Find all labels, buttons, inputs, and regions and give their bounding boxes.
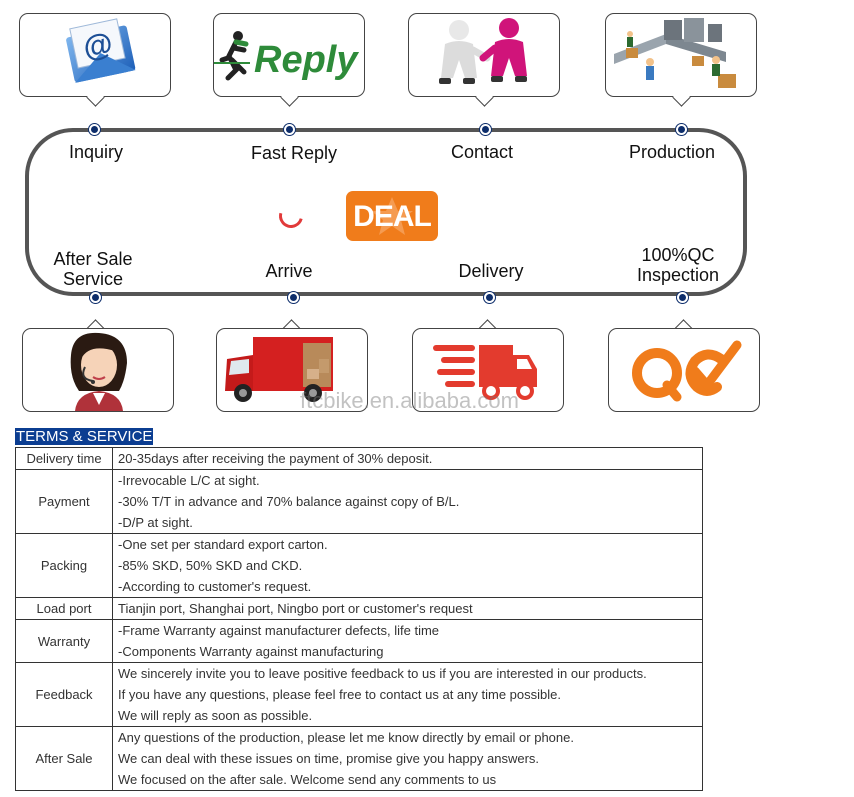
- qc-card: [608, 328, 760, 412]
- terms-row-line: We can deal with these issues on time, p…: [118, 751, 540, 766]
- terms-row: Payment -Irrevocable L/C at sight. -30% T/…: [15, 469, 703, 534]
- watermark: ftcbike.en.alibaba.com: [300, 388, 519, 413]
- terms-row-key: Payment: [15, 469, 113, 534]
- terms-row: Warranty -Frame Warranty against manufact…: [15, 619, 703, 663]
- deal-badge: DEAL: [346, 191, 438, 241]
- after-sale-dot: [90, 292, 101, 303]
- inquiry-card: @: [19, 13, 171, 97]
- terms-row-line: We sincerely invite you to leave positiv…: [118, 666, 647, 681]
- qc-label-line-1: 100%QC: [641, 245, 715, 265]
- terms-row-key: After Sale: [15, 726, 113, 791]
- handshake-icon: [439, 18, 527, 84]
- inquiry-dot: [89, 124, 100, 135]
- terms-row: Load port Tianjin port, Shanghai port, Ni…: [15, 597, 703, 620]
- terms-row-value: -One set per standard export carton. -85%…: [112, 533, 703, 598]
- after-sale-label-line-2: Service: [62, 269, 124, 289]
- reply-card: Reply: [213, 13, 365, 97]
- contact-dot: [480, 124, 491, 135]
- qc-dot: [677, 292, 688, 303]
- email-icon: @: [66, 18, 136, 83]
- terms-row-value: -Frame Warranty against manufacturer def…: [112, 619, 703, 663]
- step-label-delivery: Delivery: [458, 261, 524, 281]
- step-label-after-sale: After Sale Service: [38, 249, 148, 289]
- contact-card: [408, 13, 560, 97]
- fast-reply-dot: [284, 124, 295, 135]
- terms-row-key: Warranty: [15, 619, 113, 663]
- step-label-fast-reply: Fast Reply: [250, 143, 338, 163]
- qc-check-icon: [632, 340, 742, 402]
- after-sale-label-line-1: After Sale: [53, 249, 133, 269]
- terms-row-line: If you have any questions, please feel f…: [118, 687, 561, 702]
- terms-row-line: -D/P at sight.: [118, 515, 193, 530]
- terms-row-key: Load port: [15, 597, 113, 620]
- terms-row-value: We sincerely invite you to leave positiv…: [112, 662, 703, 727]
- terms-row-value: 20-35days after receiving the payment of…: [112, 447, 703, 470]
- factory-icon: [614, 18, 736, 88]
- svg-text:@: @: [80, 27, 115, 65]
- support-agent-icon: [70, 332, 127, 411]
- terms-table-body: Delivery time 20-35days after receiving t…: [15, 447, 703, 791]
- terms-row: Packing-One set per standard export cart…: [15, 533, 703, 598]
- step-label-production: Production: [628, 142, 716, 162]
- terms-row-line: 20-35days after receiving the payment of…: [118, 451, 433, 466]
- terms-row-line: Tianjin port, Shanghai port, Ningbo port…: [118, 601, 473, 616]
- terms-row-line: We focused on the after sale. Welcome se…: [118, 772, 497, 787]
- terms-row-value: Tianjin port, Shanghai port, Ningbo port…: [112, 597, 703, 620]
- terms-row: Feedback We sincerely invite you to leave…: [15, 662, 703, 727]
- arrive-dot: [288, 292, 299, 303]
- terms-row-line: Any questions of the production, please …: [118, 730, 574, 745]
- step-label-inquiry: Inquiry: [68, 142, 124, 162]
- delivery-card: [412, 328, 564, 412]
- reply-icon: Reply: [214, 31, 359, 81]
- terms-row-line: -Components Warranty against manufacturi…: [118, 644, 384, 659]
- terms-row-line: We will reply as soon as possible.: [118, 708, 313, 723]
- terms-row-key: Delivery time: [15, 447, 113, 470]
- terms-row: Delivery time 20-35days after receiving t…: [15, 447, 703, 470]
- terms-row-line: -One set per standard export carton.: [118, 537, 328, 552]
- terms-row-key: Packing: [15, 533, 113, 598]
- terms-row: After Sale Any questions of the productio…: [15, 726, 703, 791]
- terms-row-value: Any questions of the production, please …: [112, 726, 703, 791]
- step-label-qc-inspection: 100%QC Inspection: [623, 245, 733, 285]
- fast-truck-icon: [433, 345, 537, 400]
- process-loop: [25, 128, 747, 296]
- step-label-arrive: Arrive: [265, 261, 313, 281]
- terms-table: Delivery time 20-35days after receiving t…: [15, 447, 703, 791]
- service-flow-diagram: @ Reply: [19, 13, 760, 413]
- star-icon: [371, 197, 413, 235]
- qc-label-line-2: Inspection: [636, 265, 720, 285]
- terms-row-line: -According to customer's request.: [118, 579, 312, 594]
- terms-row-line: -30% T/T in advance and 70% balance agai…: [118, 494, 460, 509]
- delivery-van-icon: [225, 337, 333, 402]
- delivery-dot: [484, 292, 495, 303]
- arrive-card: [216, 328, 368, 412]
- production-card: [605, 13, 757, 97]
- terms-row-value: -Irrevocable L/C at sight. -30% T/T in ad…: [112, 469, 703, 534]
- terms-row-line: -Irrevocable L/C at sight.: [118, 473, 260, 488]
- terms-row-key: Feedback: [15, 662, 113, 727]
- production-dot: [676, 124, 687, 135]
- after-sale-card: [22, 328, 174, 412]
- reply-card-text: Reply: [254, 39, 359, 81]
- terms-heading: TERMS & SERVICE: [15, 428, 154, 445]
- deal-badge-text: DEAL: [353, 200, 432, 233]
- step-label-contact: Contact: [450, 142, 514, 162]
- terms-row-line: -Frame Warranty against manufacturer def…: [118, 623, 440, 638]
- terms-row-line: -85% SKD, 50% SKD and CKD.: [118, 558, 303, 573]
